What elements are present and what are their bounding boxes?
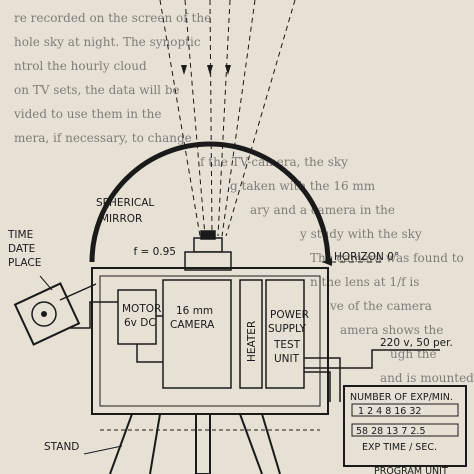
label-motor: MOTOR: [122, 303, 161, 315]
power-supply-box: [265, 279, 305, 389]
label-camera: CAMERA: [170, 319, 215, 331]
label-camera-size: 16 mm: [176, 305, 213, 317]
wire-mains: [304, 349, 440, 369]
bg-line: ary and a camera in the: [250, 203, 395, 217]
ray-line: [184, 0, 206, 237]
exp-scale-top-box: [351, 403, 459, 417]
bg-line: vided to use them in the: [13, 107, 161, 121]
label-mains-supply: 220 v, 50 per.: [380, 337, 453, 349]
ray-line: [217, 0, 231, 237]
bg-line: ntrol the hourly cloud: [14, 59, 147, 73]
tripod-leg: [149, 413, 161, 474]
housing-inner: [99, 275, 321, 407]
lens-housing: [193, 237, 223, 253]
label-exp-scale-bottom: 58 28 13 7 2.5: [356, 426, 426, 437]
bg-line: y study with the sky: [299, 227, 422, 241]
ray-line: [221, 0, 256, 237]
wire: [70, 301, 118, 329]
exp-scale-bottom-box: [351, 423, 459, 437]
label-unit: UNIT: [274, 353, 300, 365]
label-supply: SUPPLY: [268, 323, 306, 335]
mirror-arc: [89, 141, 331, 263]
leader-line: [83, 445, 123, 455]
tripod-center-post: [195, 413, 211, 474]
tripod-leg: [239, 413, 263, 474]
tripod-stand: [83, 413, 320, 474]
clock-arm: [59, 283, 97, 301]
tripod-leg: [109, 413, 133, 474]
leader-line: [39, 275, 53, 291]
wire: [304, 357, 341, 402]
label-program-unit: PROGRAM UNIT: [374, 466, 448, 474]
horizon-line: [322, 258, 382, 266]
bg-line: and is mounted: [380, 371, 474, 385]
label-motor-voltage: 6v DC: [124, 317, 156, 329]
ray-arrows: [181, 65, 231, 75]
background-text: re recorded on the screen of the hole sk…: [13, 11, 474, 385]
wire: [304, 371, 331, 402]
tripod-leg: [261, 413, 281, 474]
wire: [136, 344, 163, 363]
wiring: [70, 301, 440, 402]
lens-assembly: [184, 230, 232, 271]
program-unit: [343, 385, 467, 467]
label-horizon: HORIZON 0°: [334, 251, 399, 263]
arrow-icon: [207, 65, 213, 75]
label-mirror: MIRROR: [100, 213, 142, 225]
bg-line: amera shows the: [340, 323, 443, 337]
clock-icon: [31, 301, 57, 327]
label-heater: HEATER: [246, 321, 258, 362]
bg-line: on TV sets, the data will be: [14, 83, 180, 97]
arrow-icon: [322, 258, 332, 266]
bg-line: n the lens at 1/f is: [310, 275, 419, 289]
label-focal-ratio: f = 0.95: [133, 246, 176, 258]
ray-line: [225, 0, 296, 237]
label-spherical: SPHERICAL: [96, 197, 154, 209]
bg-line: ugh the: [390, 347, 437, 361]
lens-element: [200, 230, 216, 240]
arrow-icon: [181, 65, 187, 75]
ray-line: [209, 0, 213, 237]
arrow-icon: [225, 65, 231, 75]
label-stand: STAND: [44, 441, 79, 453]
program-unit-box: [343, 385, 467, 467]
clock-center: [41, 311, 47, 317]
label-exp-time: EXP TIME / SEC.: [362, 442, 437, 453]
time-date-place-unit: [13, 275, 97, 346]
light-rays: [159, 0, 296, 237]
camera-box: [162, 279, 232, 389]
bg-line: The camera was found to: [310, 251, 464, 265]
bg-line: hole sky at night. The synoptic: [14, 35, 201, 49]
heater-box: [239, 279, 263, 389]
label-time: TIME: [7, 229, 33, 241]
clock-box: [13, 282, 81, 346]
label-date: DATE: [8, 243, 35, 255]
bg-line: re recorded on the screen of the: [14, 11, 211, 25]
lens-mount: [184, 251, 232, 271]
bg-line: mera, if necessary, to change: [14, 131, 192, 145]
label-place: PLACE: [8, 257, 41, 269]
label-test: TEST: [273, 339, 301, 351]
label-exp-scale-top: 1 2 4 8 16 32: [358, 406, 421, 417]
label-power: POWER: [270, 309, 309, 321]
bg-line: ve of the camera: [329, 299, 432, 313]
ray-line: [159, 0, 201, 237]
label-exp-number: NUMBER OF EXP/MIN.: [350, 392, 453, 403]
